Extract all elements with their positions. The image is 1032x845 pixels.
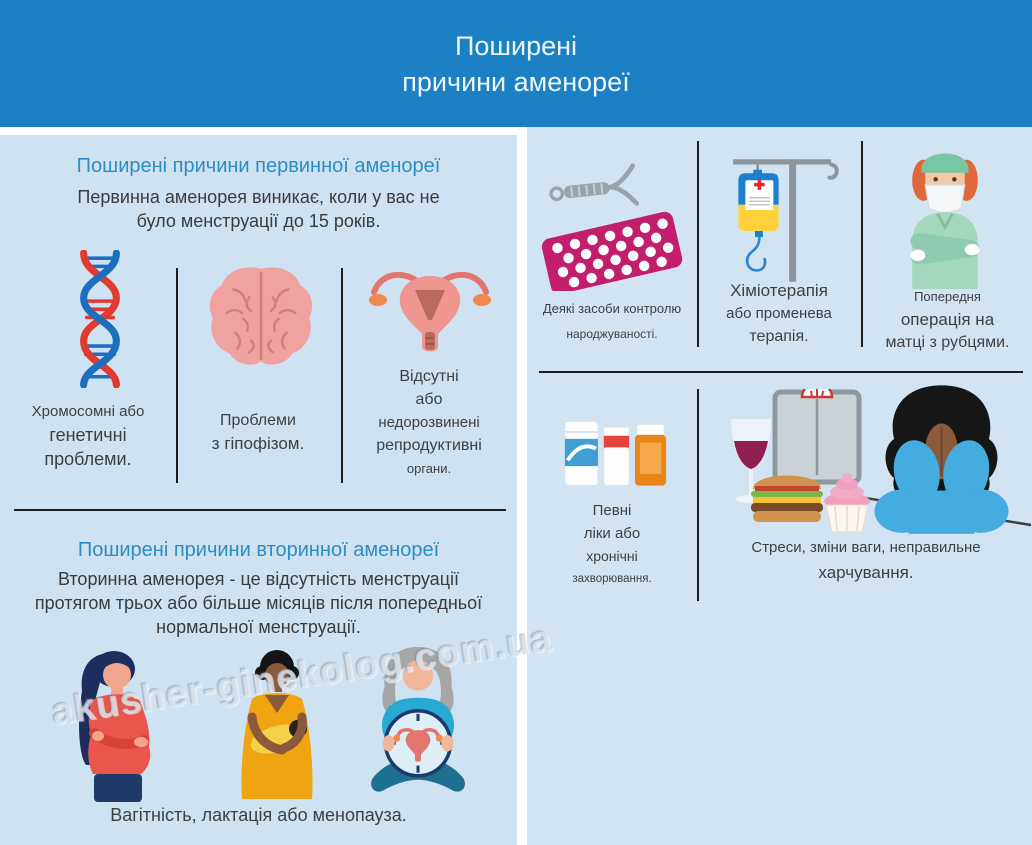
medicine-bottles-icon <box>564 420 667 487</box>
primary-section-heading: Поширені причини первинної аменореї <box>76 155 441 177</box>
secondary-section-description: Вторинна аменорея - це відсутність менст… <box>34 569 483 637</box>
secondary-section-heading: Поширені причини вторинної аменореї <box>77 539 440 561</box>
divider <box>697 141 699 347</box>
dna-icon <box>80 250 120 388</box>
cause-label-birth-control: Деякі засоби контролю народжуваності. <box>542 301 682 341</box>
primary-amenorrhea-panel: Поширені причини первинної аменореї Перв… <box>0 135 517 845</box>
breastfeeding-woman-icon <box>241 650 313 799</box>
cause-label-uterine-surgery: Попередня операція на матці з рубцями. <box>885 289 1010 351</box>
divider <box>341 268 343 483</box>
secondary-caption: Вагітність, лактація або менопауза. <box>110 805 407 825</box>
page-title-line2: причини аменореї <box>402 66 630 97</box>
divider <box>539 371 1023 373</box>
cause-label-chemotherapy: Хіміотерапія або променева терапія. <box>726 281 832 345</box>
page-title-line1: Поширені <box>454 30 578 61</box>
divider <box>14 509 506 511</box>
primary-cause-label-pituitary: Проблеми з гіпофізом. <box>211 412 305 453</box>
uterus-icon <box>369 271 491 352</box>
cause-label-medications: Певні ліки або хронічні захворювання. <box>572 502 652 585</box>
divider <box>176 268 178 483</box>
divider <box>861 141 863 347</box>
secondary-causes-panel: Деякі засоби контролю народжуваності. Хі… <box>527 127 1032 845</box>
infographic-header: Поширені причини аменореї <box>0 0 1032 127</box>
primary-cause-label-chromosomal: Хромосомні або генетичні проблеми. <box>31 403 145 469</box>
surgeon-icon <box>910 153 980 289</box>
stress-weight-diet-icon <box>731 389 870 533</box>
divider <box>697 389 699 601</box>
iud-and-pill-pack-icon <box>541 163 683 291</box>
menopause-woman-icon <box>371 647 465 792</box>
iv-chemotherapy-icon <box>733 159 839 282</box>
primary-cause-label-reproductive-organs: Відсутні або недорозвинені репродуктивні… <box>376 368 482 476</box>
pregnant-woman-icon <box>79 651 151 802</box>
primary-section-description: Первинна аменорея виникає, коли у вас не… <box>77 187 440 231</box>
cause-label-stress-weight: Стреси, зміни ваги, неправильне харчуван… <box>751 539 981 582</box>
stressed-woman-icon <box>874 385 1009 534</box>
brain-icon <box>209 267 313 365</box>
